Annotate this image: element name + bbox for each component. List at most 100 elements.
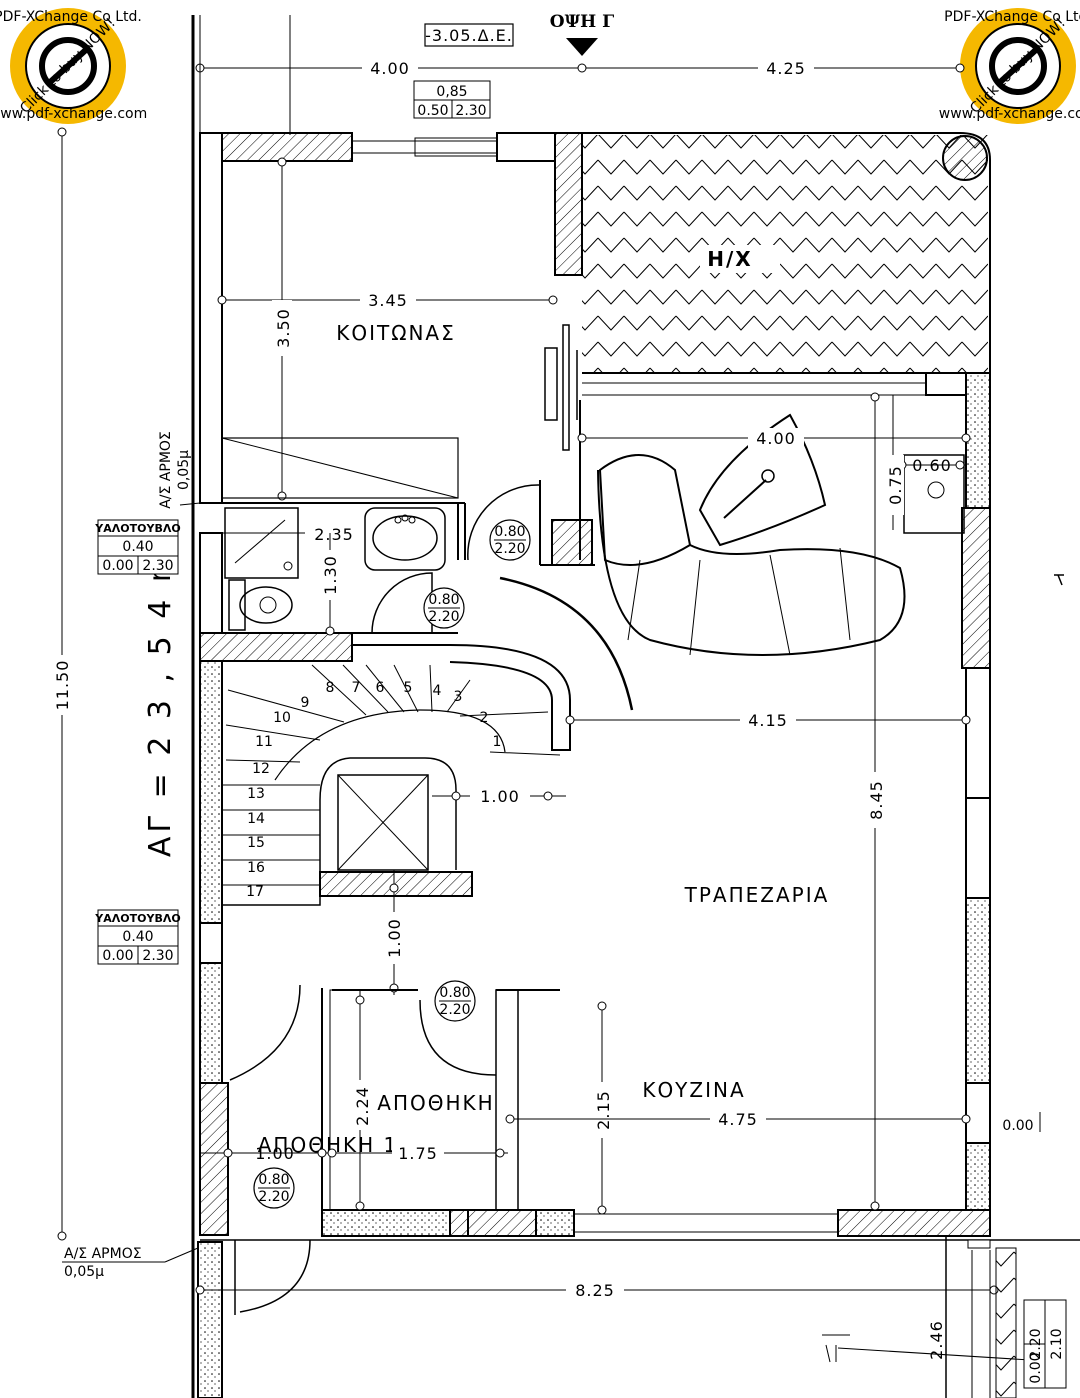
- svg-text:0.80: 0.80: [428, 592, 459, 608]
- svg-text:2.20: 2.20: [1028, 1328, 1044, 1359]
- storage-rooms: 2.24 ΑΠΟΘΗΚΗ ΑΠΟΘΗΚΗ 1 1.00 1.75: [200, 984, 560, 1211]
- svg-text:0.80: 0.80: [439, 985, 470, 1001]
- watermark-bottom-text: www.pdf-xchange.com: [0, 106, 147, 122]
- stair-number: 15: [247, 835, 265, 851]
- hx-door-frame: [539, 324, 595, 566]
- svg-text:0.00: 0.00: [102, 558, 133, 574]
- svg-text:2.30: 2.30: [455, 103, 486, 119]
- dim-bedroom-depth: 3.50: [274, 308, 293, 348]
- glass-block-tag-1: ΥΑΛΟΤΟΥΒΛΟ 0.40 0.00 2.30: [94, 519, 181, 575]
- dim-fireplace-width: 4.00: [756, 429, 796, 448]
- kitchen: 2.15 ΚΟΥΖΙΝΑ 4.75: [505, 1001, 971, 1215]
- stair-number: 8: [326, 680, 335, 696]
- svg-text:0.50: 0.50: [417, 103, 448, 119]
- svg-text:2.30: 2.30: [142, 948, 173, 964]
- watermark-top-text: PDF-XChange Co Ltd.: [944, 9, 1080, 25]
- dim-fireplace-side: 0.60: [912, 456, 952, 475]
- svg-text:0.40: 0.40: [122, 539, 153, 555]
- svg-text:0.80: 0.80: [258, 1172, 289, 1188]
- floor-level: 0.00: [1002, 1118, 1033, 1134]
- svg-text:Α/Σ ΑΡΜΟΣ: Α/Σ ΑΡΜΟΣ: [158, 431, 174, 509]
- dim-top-left: 4.00: [370, 59, 410, 78]
- watermark-left: PDF-XChange Co Ltd. Click to buy NOW! ww…: [0, 8, 147, 124]
- room-dining: ΤΡΑΠΕΖΑΡΙΑ: [684, 883, 830, 907]
- stair-number: 9: [301, 695, 310, 711]
- bottom-door-tag: 2.20 0.00 2.10: [1023, 1299, 1067, 1389]
- room-storage: ΑΠΟΘΗΚΗ: [377, 1091, 494, 1115]
- fireplace: 4.00 0.60 0.75: [577, 395, 971, 656]
- dim-storage-width: 1.75: [398, 1144, 438, 1163]
- glass-block-tag-2: ΥΑΛΟΤΟΥΒΛΟ 0.40 0.00 2.30: [94, 909, 181, 965]
- svg-text:Α/Σ ΑΡΜΟΣ: Α/Σ ΑΡΜΟΣ: [64, 1246, 142, 1262]
- svg-text:0.00: 0.00: [102, 948, 133, 964]
- door-tag-1: 0.80 2.20: [489, 519, 531, 561]
- area-label: ΑΓ = 2 3 , 5 4 m²: [143, 533, 178, 857]
- bedroom-door-swing: [467, 484, 541, 561]
- hx-area: Η/Χ: [582, 135, 988, 396]
- stair-number: 17: [246, 884, 264, 900]
- dim-dining-depth: 8.45: [867, 780, 886, 820]
- window-tag-top: 0,85 0.50 2.30: [413, 80, 491, 119]
- svg-text:2.20: 2.20: [439, 1002, 470, 1018]
- stair-number: 11: [255, 734, 273, 750]
- svg-text:0.40: 0.40: [122, 929, 153, 945]
- svg-text:0,05μ: 0,05μ: [176, 450, 192, 490]
- watermark-bottom-text: www.pdf-xchange.com: [939, 106, 1080, 122]
- entrance-door-swing: [239, 1239, 311, 1313]
- door-tag-4: 0.80 2.20: [253, 1167, 295, 1209]
- elevation-arrow: [566, 38, 598, 56]
- svg-text:0,85: 0,85: [436, 84, 467, 100]
- room-kitchen: ΚΟΥΖΙΝΑ: [642, 1078, 745, 1102]
- wc: 2.35 1.30: [222, 502, 466, 636]
- svg-text:2.20: 2.20: [494, 541, 525, 557]
- door-tag-2: 0.80 2.20: [423, 587, 465, 629]
- dim-left-total: 11.50: [53, 660, 72, 711]
- stair-number: 4: [433, 683, 442, 699]
- stair-number: 13: [247, 786, 265, 802]
- joint-label-1: Α/Σ ΑΡΜΟΣ 0,05μ: [158, 431, 201, 509]
- door-tag-3: 0.80 2.20: [434, 980, 476, 1022]
- dim-fireplace-depth: 0.75: [886, 465, 905, 505]
- dim-bottom-total: 8.25: [575, 1281, 615, 1300]
- stair-number: 16: [247, 860, 265, 876]
- dim-storage1-width: 1.00: [255, 1144, 295, 1163]
- elevation-label: ΟΨΗ Γ: [550, 12, 614, 32]
- stair-number: 14: [247, 811, 265, 827]
- svg-text:0,05μ: 0,05μ: [64, 1264, 104, 1280]
- stair-number: 12: [252, 761, 270, 777]
- dim-kitchen-width: 4.75: [718, 1110, 758, 1129]
- watermark-top-text: PDF-XChange Co Ltd.: [0, 9, 142, 25]
- level-tag-box: [424, 23, 514, 47]
- stair-number: 10: [273, 710, 291, 726]
- dim-dining-width: 4.15: [748, 711, 788, 730]
- dim-kitchen-depth: 2.15: [594, 1090, 613, 1130]
- dim-wc-depth: 1.30: [321, 555, 340, 595]
- hall-arc: [499, 576, 634, 711]
- joint-label-2: Α/Σ ΑΡΜΟΣ 0,05μ: [62, 1246, 199, 1280]
- stair-number: 5: [404, 680, 413, 696]
- dim-bottom-right: 2.46: [927, 1320, 946, 1360]
- svg-text:2.20: 2.20: [258, 1189, 289, 1205]
- svg-text:ΥΑΛΟΤΟΥΒΛΟ: ΥΑΛΟΤΟΥΒΛΟ: [94, 522, 180, 535]
- svg-text:2.30: 2.30: [142, 558, 173, 574]
- svg-text:0.80: 0.80: [494, 524, 525, 540]
- svg-text:2.10: 2.10: [1049, 1328, 1065, 1359]
- dim-bedroom-width: 3.45: [368, 291, 408, 310]
- dim-top-right: 4.25: [766, 59, 806, 78]
- stair-number: 1: [493, 734, 502, 750]
- level-tag: -3.05.Δ.Ε.: [425, 26, 513, 45]
- dim-stair-gap: 1.00: [480, 787, 520, 806]
- svg-text:2.20: 2.20: [428, 609, 459, 625]
- dim-stair-lower-gap: 1.00: [385, 918, 404, 958]
- room-hx: Η/Χ: [707, 247, 752, 271]
- bedroom: 3.45 3.50 ΚΟΙΤΩΝΑΣ: [217, 157, 558, 501]
- stair-number: 3: [454, 689, 463, 705]
- stair-number: 2: [480, 710, 489, 726]
- room-bedroom: ΚΟΙΤΩΝΑΣ: [336, 321, 456, 345]
- dim-wc-width: 2.35: [314, 525, 354, 544]
- stair-number: 6: [376, 680, 385, 696]
- svg-text:0.00: 0.00: [1028, 1352, 1044, 1383]
